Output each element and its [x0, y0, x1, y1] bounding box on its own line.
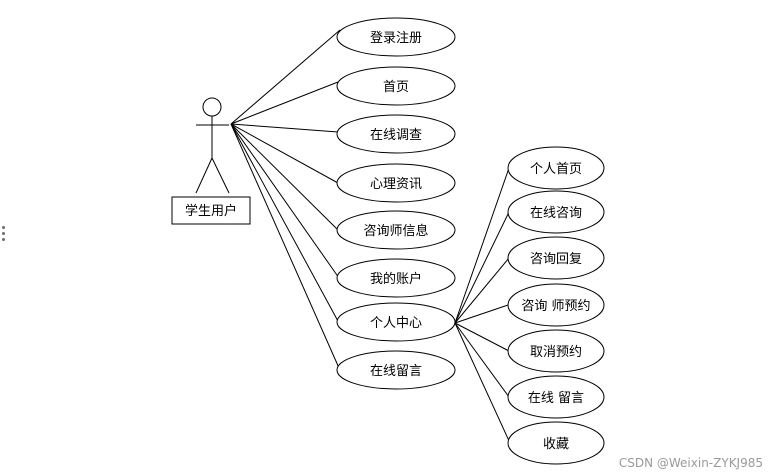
actor-association-line	[230, 123, 339, 184]
actor-association-line	[230, 81, 339, 125]
sub-use-case-cancel-booking: 取消预约	[507, 329, 605, 373]
sub-use-case-online-consult: 在线咨询	[507, 190, 605, 234]
sub-use-case-label: 咨询回复	[530, 252, 582, 267]
sub-use-case-label: 收藏	[543, 437, 569, 452]
actor-association-line	[230, 29, 341, 125]
sub-use-case-counselor-booking: 咨询 师预约	[507, 283, 605, 327]
use-case-label: 心理资讯	[370, 177, 422, 192]
sub-use-case-label: 取消预约	[530, 345, 582, 360]
sub-use-case-favorites: 收藏	[507, 421, 605, 465]
actor-left-leg	[195, 157, 213, 194]
actor-name: 学生用户	[185, 203, 237, 219]
actor-right-leg	[211, 157, 230, 194]
sub-use-case-label: 咨询 师预约	[521, 299, 590, 314]
include-line	[454, 304, 509, 324]
use-case-home: 首页	[336, 66, 456, 106]
actor-association-line	[230, 123, 340, 369]
sub-use-case-label: 个人首页	[530, 162, 582, 177]
sub-use-case-label: 在线 留言	[528, 391, 584, 406]
sub-links	[454, 167, 511, 444]
use-case-label: 在线调查	[370, 128, 422, 143]
sub-use-case-consult-reply: 咨询回复	[507, 236, 605, 280]
use-case-personal-center: 个人中心	[336, 302, 456, 342]
use-case-label: 我的账户	[370, 271, 422, 287]
watermark: CSDN @Weixin-ZYKJ985	[618, 456, 763, 470]
include-line	[454, 322, 510, 352]
actor-association-line	[230, 123, 339, 231]
use-case-login-register: 登录注册	[336, 17, 456, 57]
actor-label-box: 学生用户	[171, 196, 251, 225]
drag-handle-icon[interactable]	[2, 226, 6, 244]
include-line	[454, 322, 510, 398]
actor-figure	[195, 97, 230, 194]
use-case-label: 个人中心	[370, 316, 422, 331]
actor-head	[202, 97, 222, 117]
sub-use-case-label: 在线咨询	[530, 206, 582, 221]
use-case-psych-news: 心理资讯	[336, 163, 456, 203]
use-case-label: 咨询师信息	[363, 223, 428, 239]
sub-use-case-personal-home: 个人首页	[507, 146, 605, 190]
actor-association-line	[230, 123, 339, 133]
use-case-counselor-info: 咨询师信息	[336, 210, 456, 250]
include-line	[454, 211, 510, 324]
use-case-label: 登录注册	[370, 31, 422, 46]
sub-use-case-online-message: 在线 留言	[507, 375, 605, 419]
use-case-my-account: 我的账户	[336, 258, 456, 298]
include-line	[454, 167, 510, 324]
actor-links	[230, 29, 341, 369]
use-case-label: 在线留言	[370, 364, 422, 379]
include-line	[454, 322, 511, 444]
include-line	[454, 257, 510, 324]
actor-association-line	[230, 123, 340, 279]
use-case-online-message: 在线留言	[336, 350, 456, 390]
use-case-online-survey: 在线调查	[336, 114, 456, 154]
use-case-label: 首页	[383, 80, 409, 95]
actor-association-line	[230, 123, 340, 324]
